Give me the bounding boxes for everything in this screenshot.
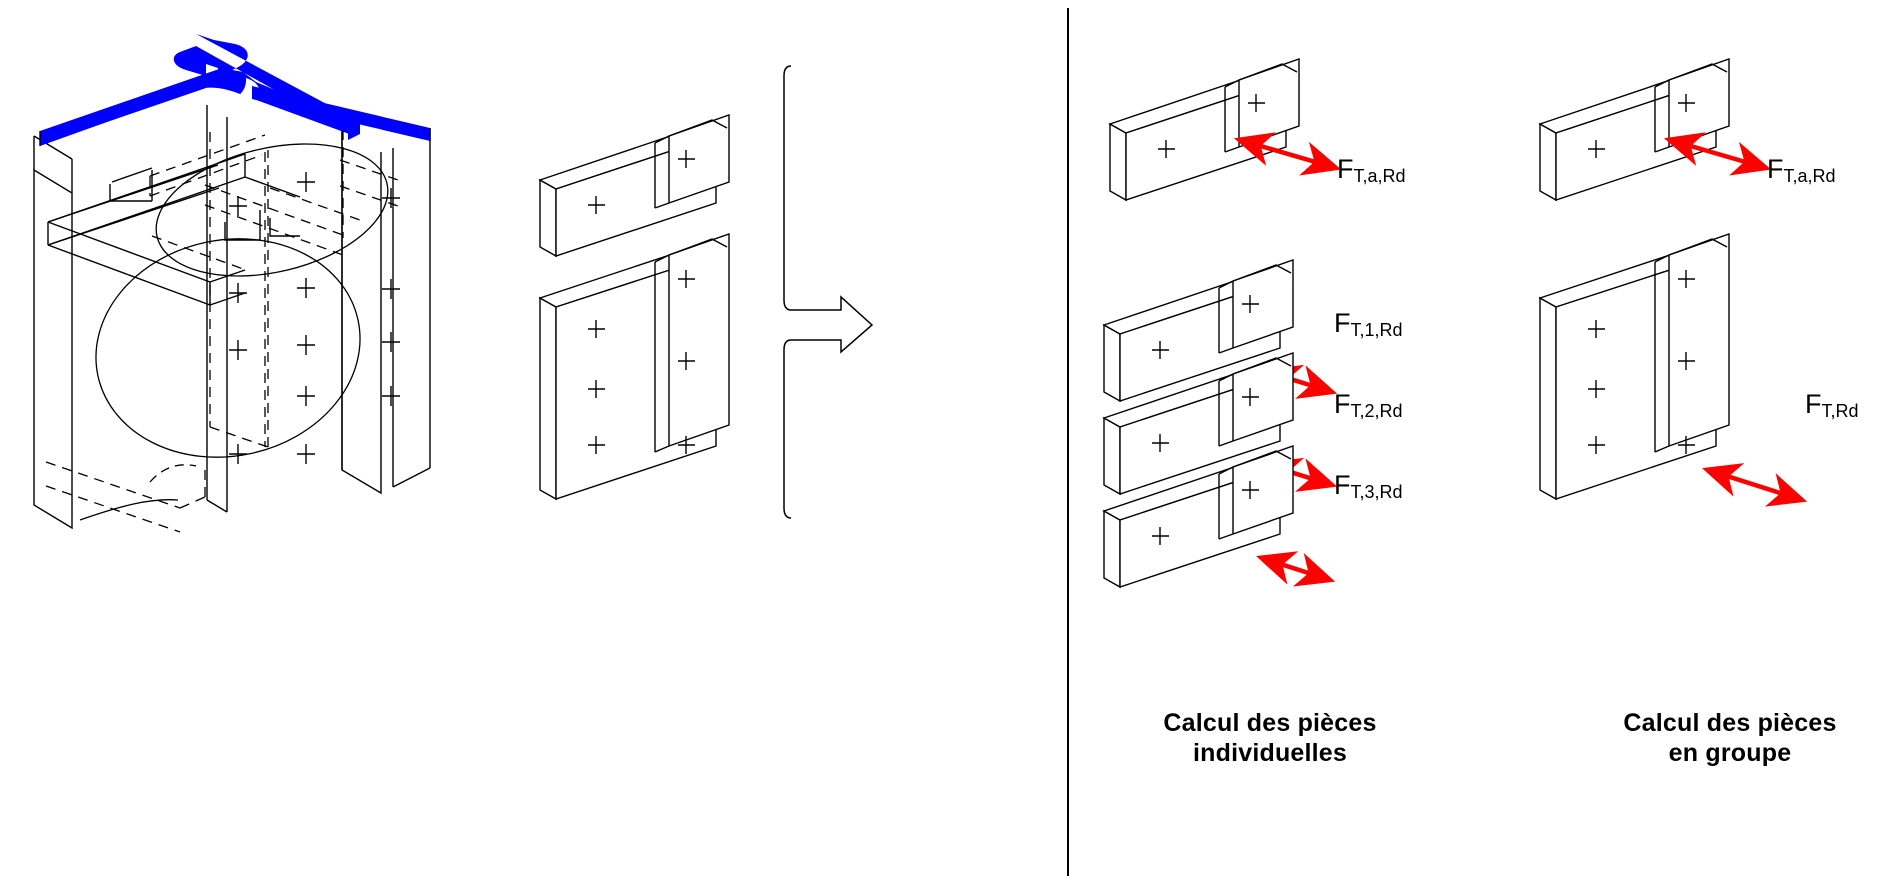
- label-base: F: [1334, 470, 1351, 500]
- caption-individual-line2: individuelles: [1192, 738, 1348, 767]
- label-subscript: T,2,Rd: [1350, 401, 1403, 421]
- caption-group: Calcul des pièces en groupe: [1540, 709, 1894, 768]
- label-subscript: T,a,Rd: [1353, 166, 1406, 186]
- label-base: F: [1334, 389, 1351, 419]
- joint-assembly-drawing: [33, 34, 431, 533]
- label-ft-1-rd: FT,1,Rd: [1334, 308, 1403, 340]
- label-subscript: T,3,Rd: [1350, 482, 1403, 502]
- source-tstub-long: [538, 233, 730, 501]
- caption-group-line2: en groupe: [1668, 738, 1792, 767]
- big-bracket-arrow: [783, 65, 874, 519]
- label-ft-2-rd: FT,2,Rd: [1334, 389, 1403, 421]
- endplate-top-surface: [47, 153, 301, 306]
- caption-individual: Calcul des pièces individuelles: [1080, 709, 1460, 768]
- label-subscript: T,Rd: [1821, 401, 1859, 421]
- stiffener-notches: [109, 167, 300, 241]
- label-base: F: [1767, 154, 1784, 184]
- source-tstub-short: [538, 114, 730, 258]
- bolt-crosses-assembly: [229, 172, 400, 464]
- label-ft-rd-group: FT,Rd: [1805, 389, 1859, 421]
- label-subscript: T,a,Rd: [1783, 166, 1836, 186]
- column-far-flange: [392, 128, 431, 488]
- yield-line-ellipses: [95, 143, 389, 458]
- column-left-flange: [33, 76, 210, 530]
- group-tstub-a: [1538, 58, 1772, 202]
- force-arrow-group-all: [1701, 463, 1808, 507]
- individual-tstub-1: [1102, 259, 1338, 403]
- label-ft-a-rd-individual: FT,a,Rd: [1337, 154, 1406, 186]
- individual-tstub-a: [1108, 58, 1342, 202]
- label-base: F: [1337, 154, 1354, 184]
- label-base: F: [1334, 308, 1351, 338]
- label-ft-a-rd-group: FT,a,Rd: [1767, 154, 1836, 186]
- individual-tstub-2: [1102, 352, 1338, 496]
- highlighted-tstub-flange-alt: [40, 68, 430, 146]
- force-arrow-a: [1233, 132, 1342, 176]
- column-right-flange: [341, 130, 382, 495]
- group-tstub-all: [1538, 233, 1808, 507]
- lower-web-cut: [79, 464, 197, 521]
- label-subscript: T,1,Rd: [1350, 320, 1403, 340]
- caption-individual-line1: Calcul des pièces: [1163, 709, 1377, 737]
- label-base: F: [1805, 389, 1822, 419]
- force-arrow-group-a: [1663, 132, 1772, 176]
- individual-tstub-3: [1102, 445, 1336, 589]
- force-arrow-3: [1256, 551, 1336, 587]
- caption-group-line1: Calcul des pièces: [1623, 709, 1837, 737]
- label-ft-3-rd: FT,3,Rd: [1334, 470, 1403, 502]
